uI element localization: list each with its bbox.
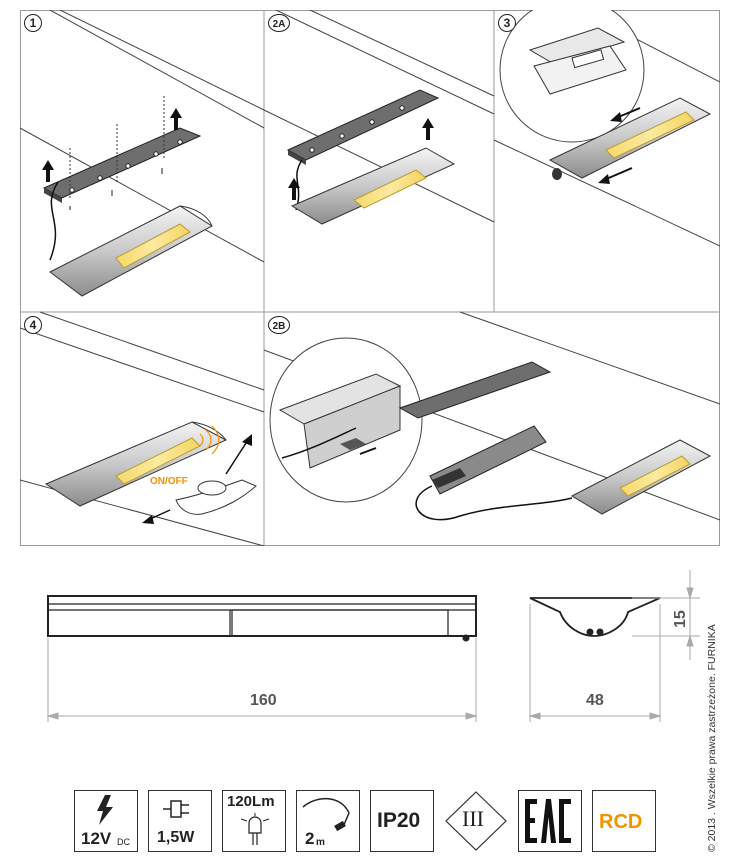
panel-1 — [20, 10, 265, 297]
eac-badge — [518, 790, 582, 852]
front-view — [47, 595, 477, 642]
height-label: 15 — [672, 610, 689, 628]
width-label: 48 — [586, 692, 604, 709]
rcd-badge: RCD — [592, 790, 656, 852]
width-dimension — [528, 604, 662, 722]
lightning-icon — [97, 795, 113, 825]
dimension-drawing-svg — [46, 570, 700, 722]
eac-mark-icon — [525, 799, 571, 843]
panel-3-label: 3 — [498, 14, 516, 32]
bulb-icon — [240, 813, 270, 845]
installation-steps-grid: 1 2A 3 4 2B ON/OFF — [20, 10, 720, 546]
panel-2a — [263, 10, 495, 225]
copyright-notice: © 2013 . Wszelkie prawa zastrzeżone. FUR… — [706, 624, 718, 852]
length-label: 160 — [250, 692, 277, 709]
panel-4-label: 4 — [24, 316, 42, 334]
panel-3 — [493, 10, 720, 247]
panel-2b — [263, 311, 720, 521]
diamond-icon — [445, 791, 507, 851]
power-badge: 1,5W — [148, 790, 212, 852]
cable-icon — [302, 798, 350, 832]
on-off-label: ON/OFF — [150, 476, 188, 487]
height-dimension — [632, 570, 700, 660]
panel-4 — [20, 311, 265, 546]
cable-length-badge: 2 m — [296, 790, 360, 852]
panel-2b-label: 2B — [268, 316, 290, 334]
protection-class-badge: III — [444, 790, 508, 852]
length-dimension — [46, 638, 478, 722]
panel-1-label: 1 — [24, 14, 42, 32]
panel-2a-label: 2A — [268, 14, 290, 32]
lumen-badge: 120Lm — [222, 790, 286, 852]
plug-icon — [163, 800, 189, 818]
ip-rating-badge: IP20 — [370, 790, 434, 852]
installation-steps-drawing — [20, 10, 720, 546]
voltage-badge: 12V DC — [74, 790, 138, 852]
side-view — [529, 597, 661, 637]
dimension-drawings: 160 48 15 — [20, 560, 740, 740]
